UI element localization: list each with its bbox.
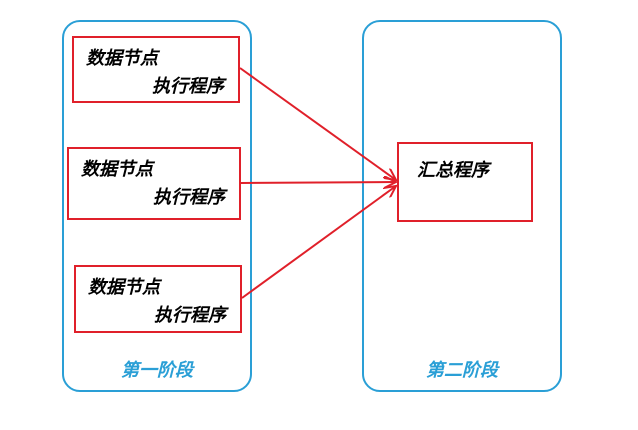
summary-program-node: 汇总程序: [397, 142, 533, 222]
data-node-program: 执行程序: [154, 305, 226, 326]
stage-two-label: 第二阶段: [426, 360, 498, 381]
data-node-3: 数据节点 执行程序: [74, 265, 242, 333]
data-node-title: 数据节点: [88, 277, 160, 298]
summary-program-label: 汇总程序: [417, 160, 489, 181]
data-node-program: 执行程序: [153, 187, 225, 208]
data-node-title: 数据节点: [86, 48, 158, 69]
data-node-program: 执行程序: [152, 76, 224, 97]
data-node-title: 数据节点: [81, 159, 153, 180]
data-node-2: 数据节点 执行程序: [67, 147, 241, 220]
stage-one-label: 第一阶段: [121, 360, 193, 381]
data-node-1: 数据节点 执行程序: [72, 36, 240, 103]
